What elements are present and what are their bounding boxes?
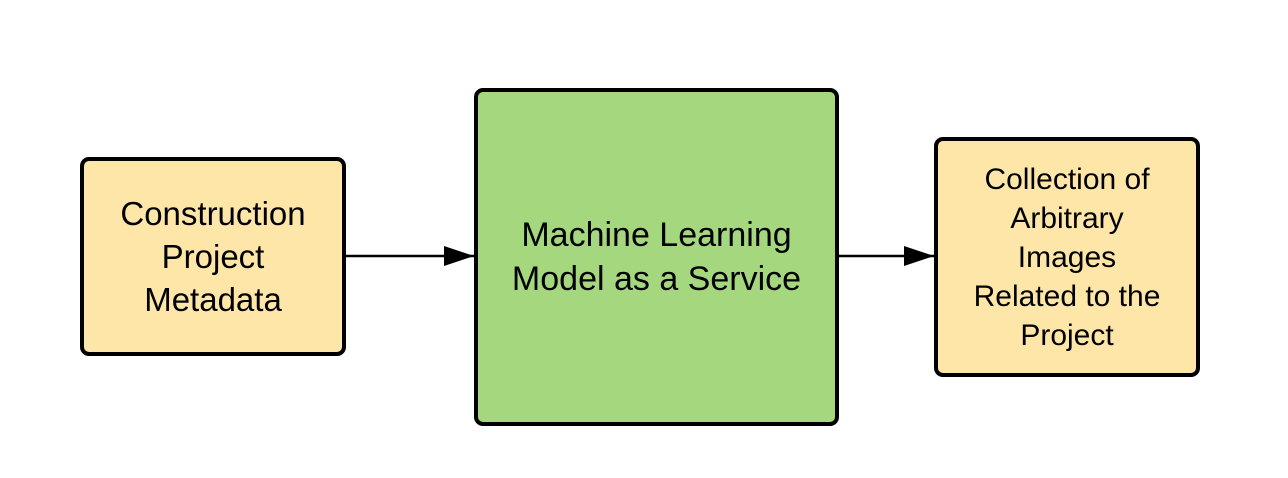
node-text-line: Related to the <box>973 279 1161 313</box>
construction-project-metadata-node: Construction Project Metadata <box>80 157 346 356</box>
ml-model-service-node: Machine Learning Model as a Service <box>474 88 839 426</box>
node-text-line: Construction <box>120 195 306 232</box>
node-text-line: Project <box>161 238 265 275</box>
image-collection-node: Collection of Arbitrary Images Related t… <box>934 137 1200 377</box>
node-text-line: Model as a Service <box>511 260 802 298</box>
node-text-line: Metadata <box>144 281 282 318</box>
node-text-line: Project <box>1020 318 1114 352</box>
node-text-line: Collection of <box>984 162 1150 196</box>
node-text-line: Machine Learning <box>521 216 792 254</box>
node-text-line: Images <box>1017 240 1117 274</box>
node-text-line: Arbitrary <box>1010 201 1124 235</box>
